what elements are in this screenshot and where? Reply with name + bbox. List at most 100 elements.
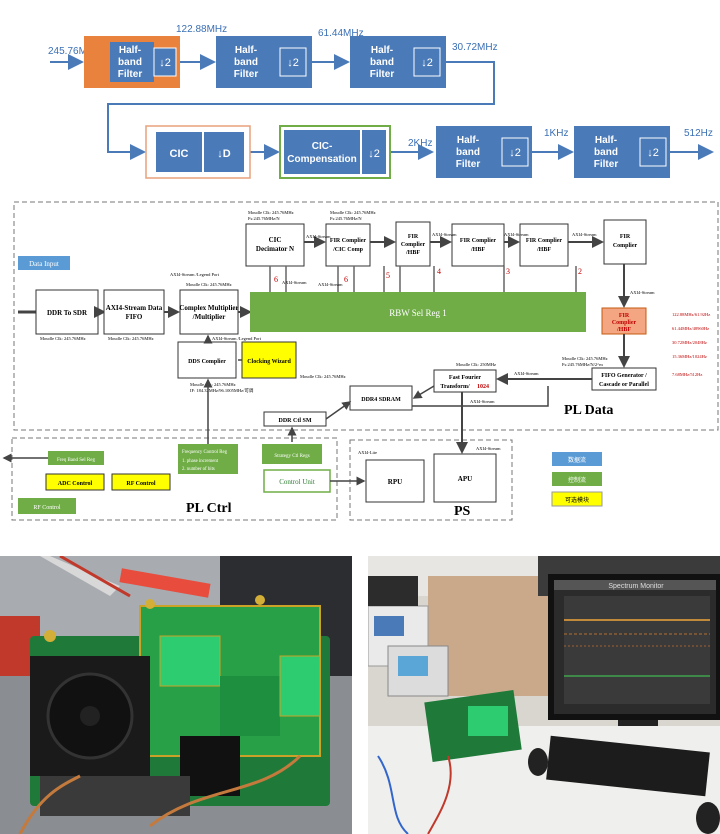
svg-text:2. number of bits: 2. number of bits xyxy=(182,467,215,472)
svg-text:7.68MHz/512Hz: 7.68MHz/512Hz xyxy=(672,372,702,377)
svg-text:/HBF: /HBF xyxy=(536,247,551,253)
svg-text:Moudle Clk: 245.76MHz: Moudle Clk: 245.76MHz xyxy=(40,336,86,341)
rf-control-reg xyxy=(18,498,76,514)
svg-text:/CIC Comp: /CIC Comp xyxy=(332,247,363,253)
svg-text:↓2: ↓2 xyxy=(368,148,380,160)
svg-text:↓2: ↓2 xyxy=(159,57,171,69)
svg-text:AXI4-Stream: AXI4-Stream xyxy=(282,280,307,285)
legend-data-flow xyxy=(552,452,602,466)
svg-text:Moudle Clk: 245.76MHz: Moudle Clk: 245.76MHz xyxy=(248,210,294,215)
svg-text:FIR Complier: FIR Complier xyxy=(330,238,366,244)
link-num-5: 3 xyxy=(506,267,510,276)
svg-text:Complex Multiplier: Complex Multiplier xyxy=(179,304,238,312)
svg-text:AXI4-Stream: AXI4-Stream xyxy=(470,399,495,404)
test-setup-photo: Spectrum Monitor xyxy=(368,556,720,834)
fir-optional-block xyxy=(601,307,647,335)
pl-data-label: PL Data xyxy=(564,403,613,418)
rate-label-in: 245.76MHz xyxy=(48,46,99,57)
svg-text:band: band xyxy=(118,57,142,68)
svg-text:DDR Ctl SM: DDR Ctl SM xyxy=(279,418,312,424)
data-input-block xyxy=(18,256,70,270)
decimation-chain-diagram: 245.76MHz 122.88MHz 61.44MHz 30.72MHz 2K… xyxy=(48,24,714,179)
svg-text:AXI4-Stream: AXI4-Stream xyxy=(630,290,655,295)
ddr-to-sdr-block xyxy=(35,289,99,335)
svg-text:RPU: RPU xyxy=(388,478,402,486)
data-input-label: Data Input xyxy=(29,260,59,268)
svg-text:FIR: FIR xyxy=(408,234,419,240)
svg-text:Moudle Clk: 245.76MHz: Moudle Clk: 245.76MHz xyxy=(186,282,232,287)
svg-text:↓2: ↓2 xyxy=(287,57,299,69)
svg-text:Filter: Filter xyxy=(234,69,259,80)
svg-text:Half-: Half- xyxy=(595,135,617,146)
svg-text:RBW Sel Reg 1: RBW Sel Reg 1 xyxy=(389,308,447,318)
svg-text:Frequency Control Reg: Frequency Control Reg xyxy=(182,450,228,455)
svg-text:DDR To SDR: DDR To SDR xyxy=(47,309,88,317)
svg-text:Filter: Filter xyxy=(456,159,481,170)
link-num-1: 6 xyxy=(274,275,278,284)
svg-text:AXI4-Stream /Legend Port: AXI4-Stream /Legend Port xyxy=(170,272,220,277)
svg-text:1024: 1024 xyxy=(477,384,489,390)
svg-text:AXI4-Stream Data: AXI4-Stream Data xyxy=(106,304,163,312)
svg-text:FIFO: FIFO xyxy=(126,313,143,321)
svg-text:↓2: ↓2 xyxy=(647,147,659,159)
cic-decimator-block xyxy=(245,223,305,267)
rate-label-5: 1KHz xyxy=(544,128,568,139)
link-num-6: 2 xyxy=(578,267,582,276)
svg-text:Fs:245.76MHz/N/2^m: Fs:245.76MHz/N/2^m xyxy=(562,362,603,367)
rate-label-out: 512Hz xyxy=(684,128,713,139)
svg-text:AXI4-Lite: AXI4-Lite xyxy=(358,450,377,455)
fpga-block-diagram: Data Input DDR To SDR AXI4-Stream Data F… xyxy=(2,201,719,521)
svg-text:122.88MHz/61.92Hz: 122.88MHz/61.92Hz xyxy=(672,312,710,317)
complex-multiplier-block xyxy=(179,289,239,335)
board-photo xyxy=(0,556,352,834)
svg-text:Fs:245.76MHz/N: Fs:245.76MHz/N xyxy=(330,216,362,221)
svg-text:Moudle Clk: 245.76MHz: Moudle Clk: 245.76MHz xyxy=(190,382,236,387)
svg-text:AXI4-Stream: AXI4-Stream xyxy=(514,371,539,376)
svg-text:AXI4-Stream: AXI4-Stream xyxy=(318,282,343,287)
svg-text:Half-: Half- xyxy=(457,135,479,146)
svg-text:AXI4-Stream: AXI4-Stream xyxy=(306,234,331,239)
svg-text:1. phase increment: 1. phase increment xyxy=(182,459,219,464)
svg-text:Cascade or Parallel: Cascade or Parallel xyxy=(599,382,649,388)
svg-text:IF: 184.32MHz/96.1005MHz/可调: IF: 184.32MHz/96.1005MHz/可调 xyxy=(190,387,254,394)
svg-text:控制流: 控制流 xyxy=(568,476,586,484)
svg-text:Decimator N: Decimator N xyxy=(256,245,294,253)
svg-text:可选模块: 可选模块 xyxy=(565,496,589,504)
svg-text:Strategy Ctl Regs: Strategy Ctl Regs xyxy=(274,454,309,459)
rate-label-3: 30.72MHz xyxy=(452,42,498,53)
svg-text:Half-: Half- xyxy=(235,45,257,56)
rf-control-block xyxy=(111,473,171,491)
svg-text:band: band xyxy=(594,147,618,158)
svg-text:DDS Complier: DDS Complier xyxy=(188,359,226,365)
svg-text:DDR4 SDRAM: DDR4 SDRAM xyxy=(361,397,401,403)
legend-optional-module xyxy=(551,491,603,507)
strategy-ctl-regs xyxy=(262,444,322,464)
svg-text:61.44MHz/48960Hz: 61.44MHz/48960Hz xyxy=(672,326,709,331)
svg-text:Complier: Complier xyxy=(612,320,637,326)
rate-label-2: 61.44MHz xyxy=(318,28,364,39)
svg-text:/Multiplier: /Multiplier xyxy=(192,313,226,321)
freq-band-sel-reg xyxy=(48,451,104,465)
halfband-filter-4: Half- band Filter ↓2 xyxy=(436,126,532,178)
rpu-block xyxy=(365,459,425,503)
svg-text:ADC Control: ADC Control xyxy=(58,481,93,487)
halfband-filter-5: Half- band Filter ↓2 xyxy=(574,126,670,178)
svg-text:Clocking Wizard: Clocking Wizard xyxy=(247,359,291,365)
svg-text:AXI4-Stream: AXI4-Stream xyxy=(432,232,457,237)
svg-text:CIC-: CIC- xyxy=(312,141,333,152)
svg-text:Compensation: Compensation xyxy=(287,154,356,165)
svg-text:Moudle Clk: 245.76MHz: Moudle Clk: 245.76MHz xyxy=(300,374,346,379)
rate-label-4: 2KHz xyxy=(408,138,432,149)
svg-text:Fast Fourier: Fast Fourier xyxy=(449,375,481,381)
svg-text:/HBF: /HBF xyxy=(470,247,485,253)
halfband-filter-1: Half- band Filter ↓2 xyxy=(84,36,180,88)
svg-text:Filter: Filter xyxy=(594,159,619,170)
svg-text:FIFO Generator /: FIFO Generator / xyxy=(601,373,647,379)
fir-hbf-block-3 xyxy=(519,223,569,267)
svg-text:AXI4-Stream: AXI4-Stream xyxy=(572,232,597,237)
svg-text:Moudle Clk: 245.76MHz: Moudle Clk: 245.76MHz xyxy=(330,210,376,215)
svg-text:RF Control: RF Control xyxy=(33,505,61,511)
svg-text:band: band xyxy=(370,57,394,68)
svg-text:CIC: CIC xyxy=(269,236,282,244)
rbw-sel-reg-block xyxy=(250,292,586,332)
